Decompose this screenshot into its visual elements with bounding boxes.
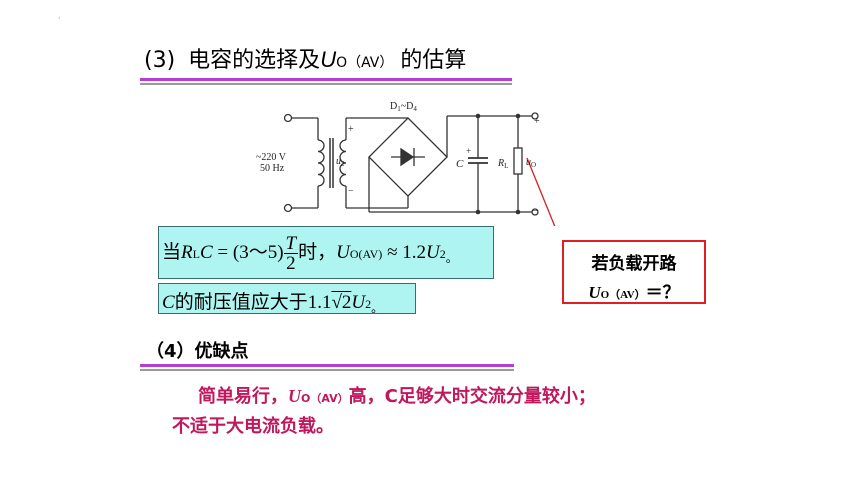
u2-minus: − xyxy=(348,186,354,197)
section-3-rule xyxy=(140,78,512,81)
open-load-callout: 若负载开路 UO（AV）＝？ xyxy=(562,240,706,304)
diode-symbol xyxy=(400,147,415,167)
rectifier-circuit-diagram: ~220 V 50 Hz u2 + − D1~D4 C + RL uO + − xyxy=(256,101,556,226)
section-3-rule-shadow xyxy=(140,83,512,85)
output-minus: − xyxy=(532,206,538,217)
capacitor-label: C xyxy=(456,158,464,170)
input-terminal-top xyxy=(283,113,293,123)
section-3-symbol: U xyxy=(320,47,337,72)
section-4-rule-shadow xyxy=(140,369,514,371)
pros-line-2: 不适于大电流负载。 xyxy=(172,416,334,437)
callout-formula: UO（AV）＝？ xyxy=(588,283,680,302)
corner-dot: · xyxy=(58,14,61,23)
section-3-number: (3) xyxy=(144,48,176,73)
transformer-primary-coil xyxy=(317,139,325,187)
output-voltage-label: uO xyxy=(526,157,536,169)
output-terminal-top xyxy=(531,112,539,120)
section-3-tail: 的估算 xyxy=(400,48,467,73)
load-resistor xyxy=(513,147,523,175)
resistor-label: RL xyxy=(497,158,508,170)
pros-line-1: 简单易行，UO（AV）高，C足够大时交流分量较小； xyxy=(198,386,596,407)
section-3-heading: (3) 电容的选择及UO（AV） 的估算 xyxy=(144,42,466,74)
section-4-heading: （4）优缺点 xyxy=(146,341,249,362)
section-3-subscript: O（AV） xyxy=(336,55,394,71)
output-plus: + xyxy=(534,116,540,127)
capacitor-plus: + xyxy=(466,146,471,156)
output-terminal-bottom xyxy=(531,208,539,216)
source-voltage-label: ~220 V xyxy=(256,152,287,163)
input-terminal-bottom xyxy=(283,203,293,213)
u2-plus: + xyxy=(348,124,354,135)
u2-label: u2 xyxy=(336,156,345,168)
formula-box-voltage-rating: C的耐压值应大于1.1√2U2。 xyxy=(158,283,416,315)
transformer-secondary-coil xyxy=(339,139,347,187)
source-frequency-label: 50 Hz xyxy=(260,163,285,174)
section-3-text: 电容的选择及 xyxy=(188,48,321,73)
callout-pointer-line xyxy=(526,157,556,226)
diode-range-label: D1~D4 xyxy=(390,101,417,113)
section-4-rule xyxy=(140,364,514,367)
callout-question: 若负载开路 xyxy=(591,254,677,274)
